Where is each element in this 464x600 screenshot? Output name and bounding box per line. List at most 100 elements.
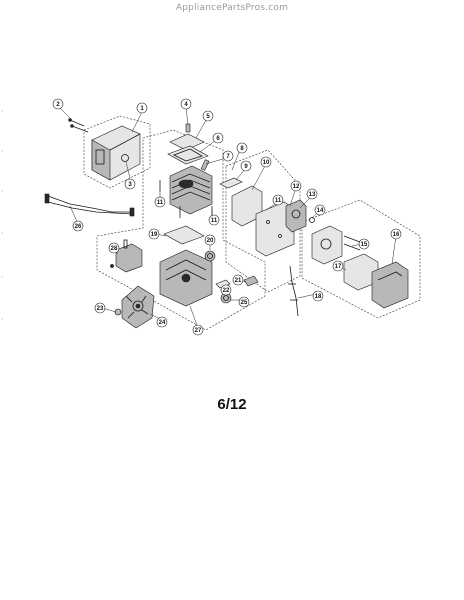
gasket-ring: [121, 154, 129, 162]
callout-15: 15: [358, 238, 370, 250]
callout-25: 25: [238, 296, 250, 308]
callout-28: 28: [108, 242, 120, 254]
spark-plug-cap: [185, 123, 191, 133]
air-filter-assembly: [311, 225, 409, 309]
flywheel-fins: [125, 295, 149, 319]
carb-throat: [291, 209, 301, 219]
svg-text:25: 25: [241, 300, 248, 306]
svg-text:26: 26: [75, 224, 82, 230]
callout-16: 16: [390, 228, 402, 240]
callout-11-right: 11: [208, 214, 220, 226]
primer-ring: [309, 217, 315, 223]
svg-text:11: 11: [275, 198, 282, 204]
harness-plug-left: [44, 193, 50, 204]
callout-26: 26: [72, 220, 84, 232]
cover-edge: [377, 271, 403, 281]
gasket-inner: [173, 148, 203, 162]
muffler-top-edge: [109, 133, 141, 151]
carb-mount-plate: [255, 201, 295, 257]
callout-27: 27: [192, 324, 204, 336]
svg-text:15: 15: [361, 242, 368, 248]
svg-text:11: 11: [157, 200, 164, 206]
svg-text:10: 10: [263, 160, 270, 166]
mount-hole-a: [266, 220, 270, 224]
muffler-bolt-a: [69, 119, 85, 127]
svg-text:6: 6: [216, 136, 220, 142]
callout-11-carb: 11: [272, 194, 284, 206]
bolt-head-a: [68, 118, 72, 122]
callout-22: 22: [220, 284, 232, 296]
filter-screw-a: [343, 235, 361, 243]
cylinder-bore: [178, 179, 194, 189]
svg-text:23: 23: [97, 306, 104, 312]
heat-shield: [169, 133, 205, 151]
ignition-module: [115, 243, 143, 273]
module-screw: [110, 264, 114, 268]
filter-base-port: [320, 238, 332, 250]
starter-hub: [132, 300, 144, 312]
gasket-top: [167, 145, 209, 165]
svg-text:4: 4: [184, 102, 188, 108]
svg-text:19: 19: [151, 232, 158, 238]
svg-text:11: 11: [211, 218, 218, 224]
svg-text:17: 17: [335, 264, 342, 270]
mount-hole-b: [278, 234, 282, 238]
bolt-head-b: [70, 124, 74, 128]
air-filter-group-outline: [301, 199, 421, 319]
clutch-shoe: [243, 275, 259, 287]
svg-text:12: 12: [293, 184, 300, 190]
crankcase-gasket: [163, 225, 205, 245]
svg-text:8: 8: [240, 146, 244, 152]
engine-group-outline: [96, 129, 266, 331]
harness-wire-b: [47, 201, 133, 215]
callout-23: 23: [94, 302, 106, 314]
spark-plug: [200, 159, 210, 171]
callout-20: 20: [204, 234, 216, 246]
svg-text:16: 16: [393, 232, 400, 238]
svg-text:14: 14: [317, 208, 324, 214]
svg-text:22: 22: [223, 288, 230, 294]
throttle-cable: [289, 265, 299, 317]
callout-5: 5: [202, 110, 214, 122]
callout-13: 13: [306, 188, 318, 200]
carburetor-assembly: [231, 185, 315, 317]
watermark-text: AppliancePartsPros.com: [175, 3, 289, 13]
muffler-bolt-b: [71, 125, 89, 133]
svg-text:7: 7: [226, 154, 230, 160]
callout-4: 4: [180, 98, 192, 110]
callout-11-left: 11: [154, 196, 166, 208]
crankshaft-end: [181, 273, 191, 283]
svg-text:1: 1: [140, 106, 144, 112]
callout-2: 2: [52, 98, 64, 110]
wiring-harness: [44, 193, 135, 217]
svg-text:21: 21: [235, 278, 242, 284]
muffler-group-outline: [83, 115, 151, 189]
page-number: 6/12: [217, 396, 247, 413]
ignition-bracket: [219, 177, 243, 189]
air-filter-cover: [371, 261, 409, 309]
callout-14: 14: [314, 204, 326, 216]
callout-18: 18: [312, 290, 324, 302]
muffler-screen: [95, 149, 105, 165]
svg-text:5: 5: [206, 114, 210, 120]
harness-plug-right: [129, 207, 135, 217]
callout-12: 12: [290, 180, 302, 192]
callout-24: 24: [156, 316, 168, 328]
callout-3: 3: [124, 178, 136, 190]
oil-seal-inner: [207, 253, 213, 259]
crankcase-assembly: [159, 225, 259, 307]
callout-10: 10: [260, 156, 272, 168]
crankcase-ribs: [165, 259, 207, 281]
svg-text:20: 20: [207, 238, 214, 244]
carb-group-outline: [225, 149, 301, 293]
harness-wire-a: [47, 195, 132, 213]
svg-text:28: 28: [111, 246, 118, 252]
filter-screw-b: [343, 243, 361, 251]
module-lead: [123, 239, 128, 249]
callout-17: 17: [332, 260, 344, 272]
callout-19: 19: [148, 228, 160, 240]
callout-8: 8: [236, 142, 248, 154]
callout-7: 7: [222, 150, 234, 162]
ignition-starter-parts: [110, 239, 155, 329]
carburetor: [285, 199, 307, 233]
